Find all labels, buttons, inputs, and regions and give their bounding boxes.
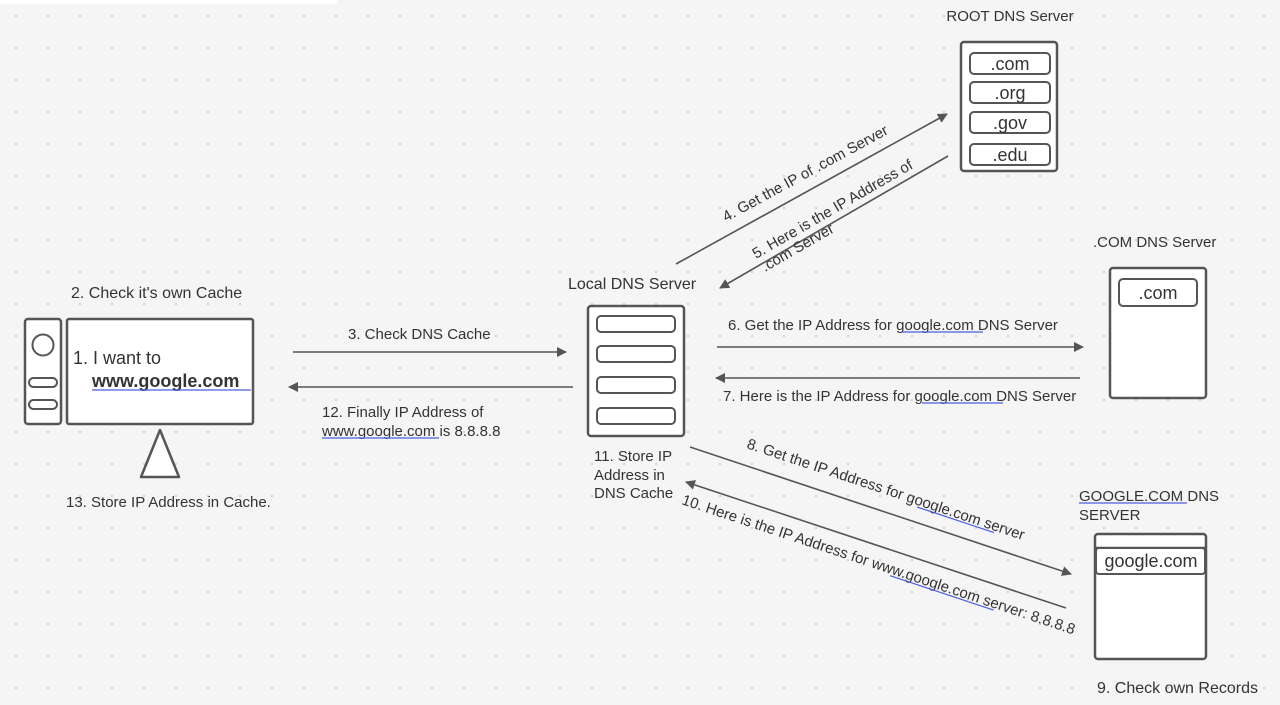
client-request-line1: 1. I want to xyxy=(73,348,161,368)
google-record-text: google.com xyxy=(1104,551,1197,571)
google-dns-server-title-rest: DNS xyxy=(1183,488,1219,505)
root-record-com: .com xyxy=(990,54,1029,74)
tower-drive-slot-1 xyxy=(28,377,58,388)
computer-monitor xyxy=(65,317,255,426)
monitor-stand xyxy=(139,428,181,479)
step-13-label: 13. Store IP Address in Cache. xyxy=(66,494,271,511)
local-dns-slot-1 xyxy=(596,315,676,333)
tower-drive-slot-2 xyxy=(28,399,58,410)
root-record-slot-1 xyxy=(969,52,1051,75)
step-6-label: 6. Get the IP Address for google.com DNS… xyxy=(728,317,1058,334)
google-dns-server-title-link: GOOGLE.COM xyxy=(1079,488,1183,505)
root-record-edu: .edu xyxy=(992,145,1027,165)
step-7-prefix: 7. Here is the IP Address for xyxy=(723,388,914,405)
step-12-domain-link: www.google.com xyxy=(321,423,435,440)
root-record-slot-4 xyxy=(969,143,1051,166)
local-dns-slot-2 xyxy=(596,345,676,363)
com-dns-server: .com xyxy=(1108,266,1208,400)
root-dns-server: .com .org .gov .edu xyxy=(959,40,1059,173)
root-record-org: .org xyxy=(994,83,1025,103)
step-6-label-group: 6. Get the IP Address for google.com DNS… xyxy=(728,317,1058,334)
local-dns-slot-3 xyxy=(596,376,676,394)
google-dns-server-title-line2: SERVER xyxy=(1079,507,1141,524)
step-8-domain-underline xyxy=(916,506,995,534)
google-dns-server: google.com xyxy=(1093,532,1208,661)
step-6-prefix: 6. Get the IP Address for xyxy=(728,317,896,334)
step-2-label: 2. Check it's own Cache xyxy=(71,285,242,302)
local-dns-server xyxy=(586,304,686,438)
step-6-domain-link: google.com xyxy=(896,317,974,334)
step-3-label: 3. Check DNS Cache xyxy=(348,326,491,343)
google-dns-server-title-line1: GOOGLE.COM DNS xyxy=(1079,488,1219,505)
step-12-label-line1: 12. Finally IP Address of xyxy=(322,404,484,421)
tower-power-button xyxy=(31,333,55,357)
step-7-label-group: 7. Here is the IP Address for google.com… xyxy=(723,388,1076,405)
step-9-label: 9. Check own Records xyxy=(1097,680,1258,697)
root-record-gov: .gov xyxy=(993,113,1027,133)
com-record-text: .com xyxy=(1138,283,1177,303)
local-dns-server-title: Local DNS Server xyxy=(568,276,697,293)
step-6-suffix: DNS Server xyxy=(974,317,1058,334)
step-11-label-line3: DNS Cache xyxy=(594,485,673,502)
step-11-label-line1: 11. Store IP xyxy=(594,448,672,465)
arrow-step-5 xyxy=(719,155,949,289)
root-record-slot-3 xyxy=(969,111,1051,134)
com-dns-server-title: .COM DNS Server xyxy=(1093,234,1216,251)
arrow-step-8 xyxy=(689,446,1072,576)
local-dns-server-box xyxy=(586,304,686,438)
google-record-slot xyxy=(1095,547,1206,575)
step-10-domain-underline xyxy=(889,575,994,611)
step-12-label-line2: www.google.com is 8.8.8.8 xyxy=(321,423,500,440)
step-12-result: is 8.8.8.8 xyxy=(435,423,500,440)
local-dns-slot-4 xyxy=(596,407,676,425)
client-computer: 1. I want to www.google.com xyxy=(23,317,255,479)
arrow-step-10 xyxy=(685,480,1067,609)
root-dns-server-title: ROOT DNS Server xyxy=(946,8,1073,25)
client-request-domain: www.google.com xyxy=(91,371,239,391)
arrow-step-4 xyxy=(675,113,948,265)
com-record-slot xyxy=(1118,278,1198,307)
root-record-slot-2 xyxy=(969,81,1051,104)
step-7-suffix: DNS Server xyxy=(992,388,1076,405)
step-7-domain-link: google.com xyxy=(914,388,992,405)
step-11-label-line2: Address in xyxy=(594,467,665,484)
step-7-label: 7. Here is the IP Address for google.com… xyxy=(723,388,1076,405)
